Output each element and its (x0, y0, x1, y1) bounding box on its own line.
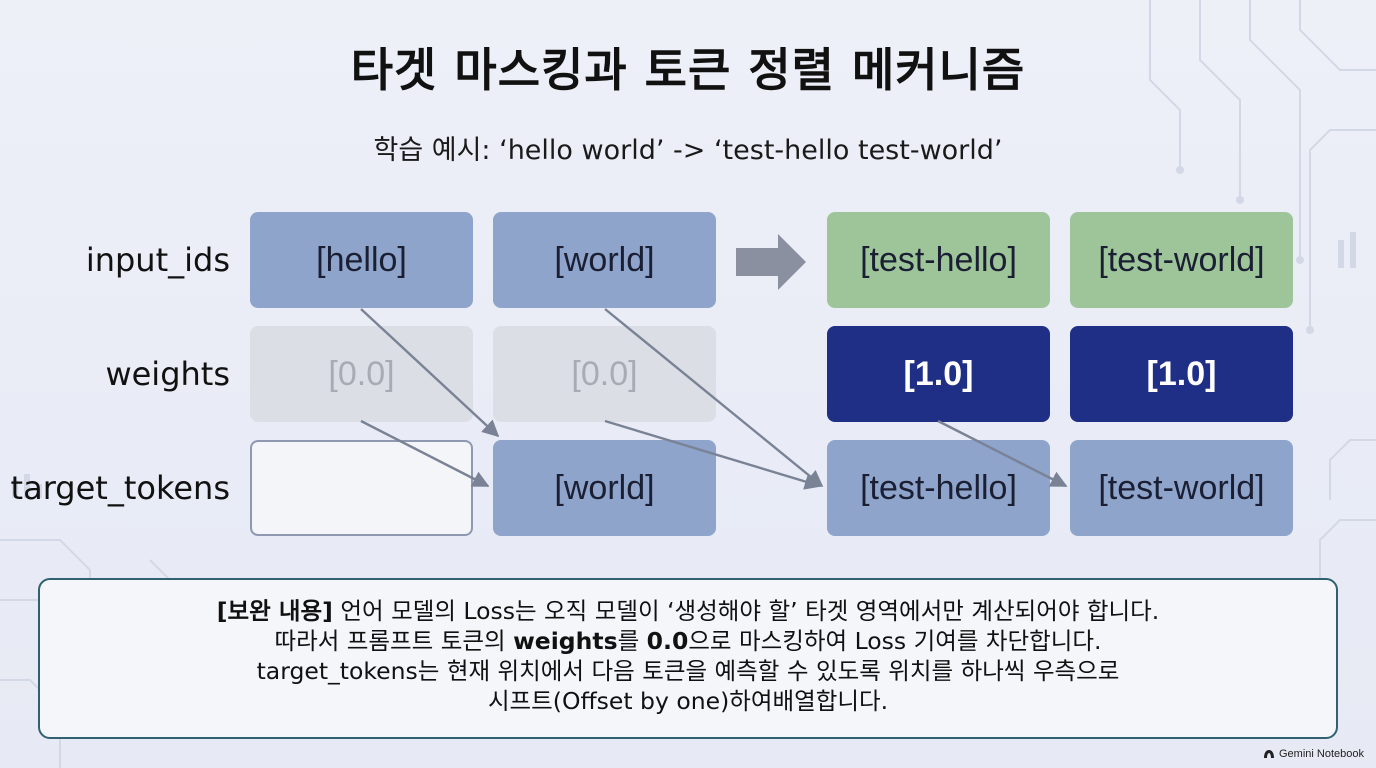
transform-arrow-icon (736, 234, 806, 290)
row-label-target-tokens: target_tokens (10, 469, 230, 507)
input-token-test-hello: [test-hello] (827, 212, 1050, 308)
target-token-test-world: [test-world] (1070, 440, 1293, 536)
note-line-2-c: 으로 마스킹하여 Loss 기여를 차단합니다. (688, 627, 1102, 655)
note-line-1-text: 언어 모델의 Loss는 오직 모델이 ‘생성해야 할’ 타겟 영역에서만 계산… (332, 597, 1160, 625)
note-heading: [보완 내용] (216, 597, 333, 625)
footer-logo: Gemini Notebook (1263, 748, 1364, 760)
weight-active-2: [1.0] (1070, 326, 1293, 422)
note-line-2-a: 따라서 프롬프트 토큰의 (274, 627, 514, 655)
target-token-world: [world] (493, 440, 716, 536)
input-token-world: [world] (493, 212, 716, 308)
weight-masked-2: [0.0] (493, 326, 716, 422)
note-line-2-b: 를 (617, 627, 647, 655)
note-line-4: 시프트(Offset by one)하여배열합니다. (487, 687, 889, 715)
page-title: 타겟 마스킹과 토큰 정렬 메커니즘 (350, 43, 1026, 97)
explanation-note: [보완 내용] 언어 모델의 Loss는 오직 모델이 ‘생성해야 할’ 타겟 … (38, 578, 1338, 739)
target-token-empty (250, 440, 473, 536)
footer-logo-text: Gemini Notebook (1279, 748, 1364, 760)
input-token-test-world: [test-world] (1070, 212, 1293, 308)
note-weights-term: weights (513, 627, 618, 655)
weight-masked-1: [0.0] (250, 326, 473, 422)
input-token-hello: [hello] (250, 212, 473, 308)
note-line-1: [보완 내용] 언어 모델의 Loss는 오직 모델이 ‘생성해야 할’ 타겟 … (40, 596, 1336, 626)
weight-active-1: [1.0] (827, 326, 1050, 422)
note-zero-value: 0.0 (646, 627, 689, 655)
note-line-3: target_tokens는 현재 위치에서 다음 토큰을 예측할 수 있도록 … (256, 657, 1120, 685)
target-token-test-hello: [test-hello] (827, 440, 1050, 536)
row-label-weights: weights (105, 355, 230, 393)
note-line-2: 따라서 프롬프트 토큰의 weights를 0.0으로 마스킹하여 Loss 기… (40, 626, 1336, 656)
example-subtitle: 학습 예시: ‘hello world’ -> ‘test-hello test… (373, 135, 1003, 166)
row-label-input-ids: input_ids (85, 241, 230, 279)
gemini-notebook-icon (1264, 750, 1274, 758)
